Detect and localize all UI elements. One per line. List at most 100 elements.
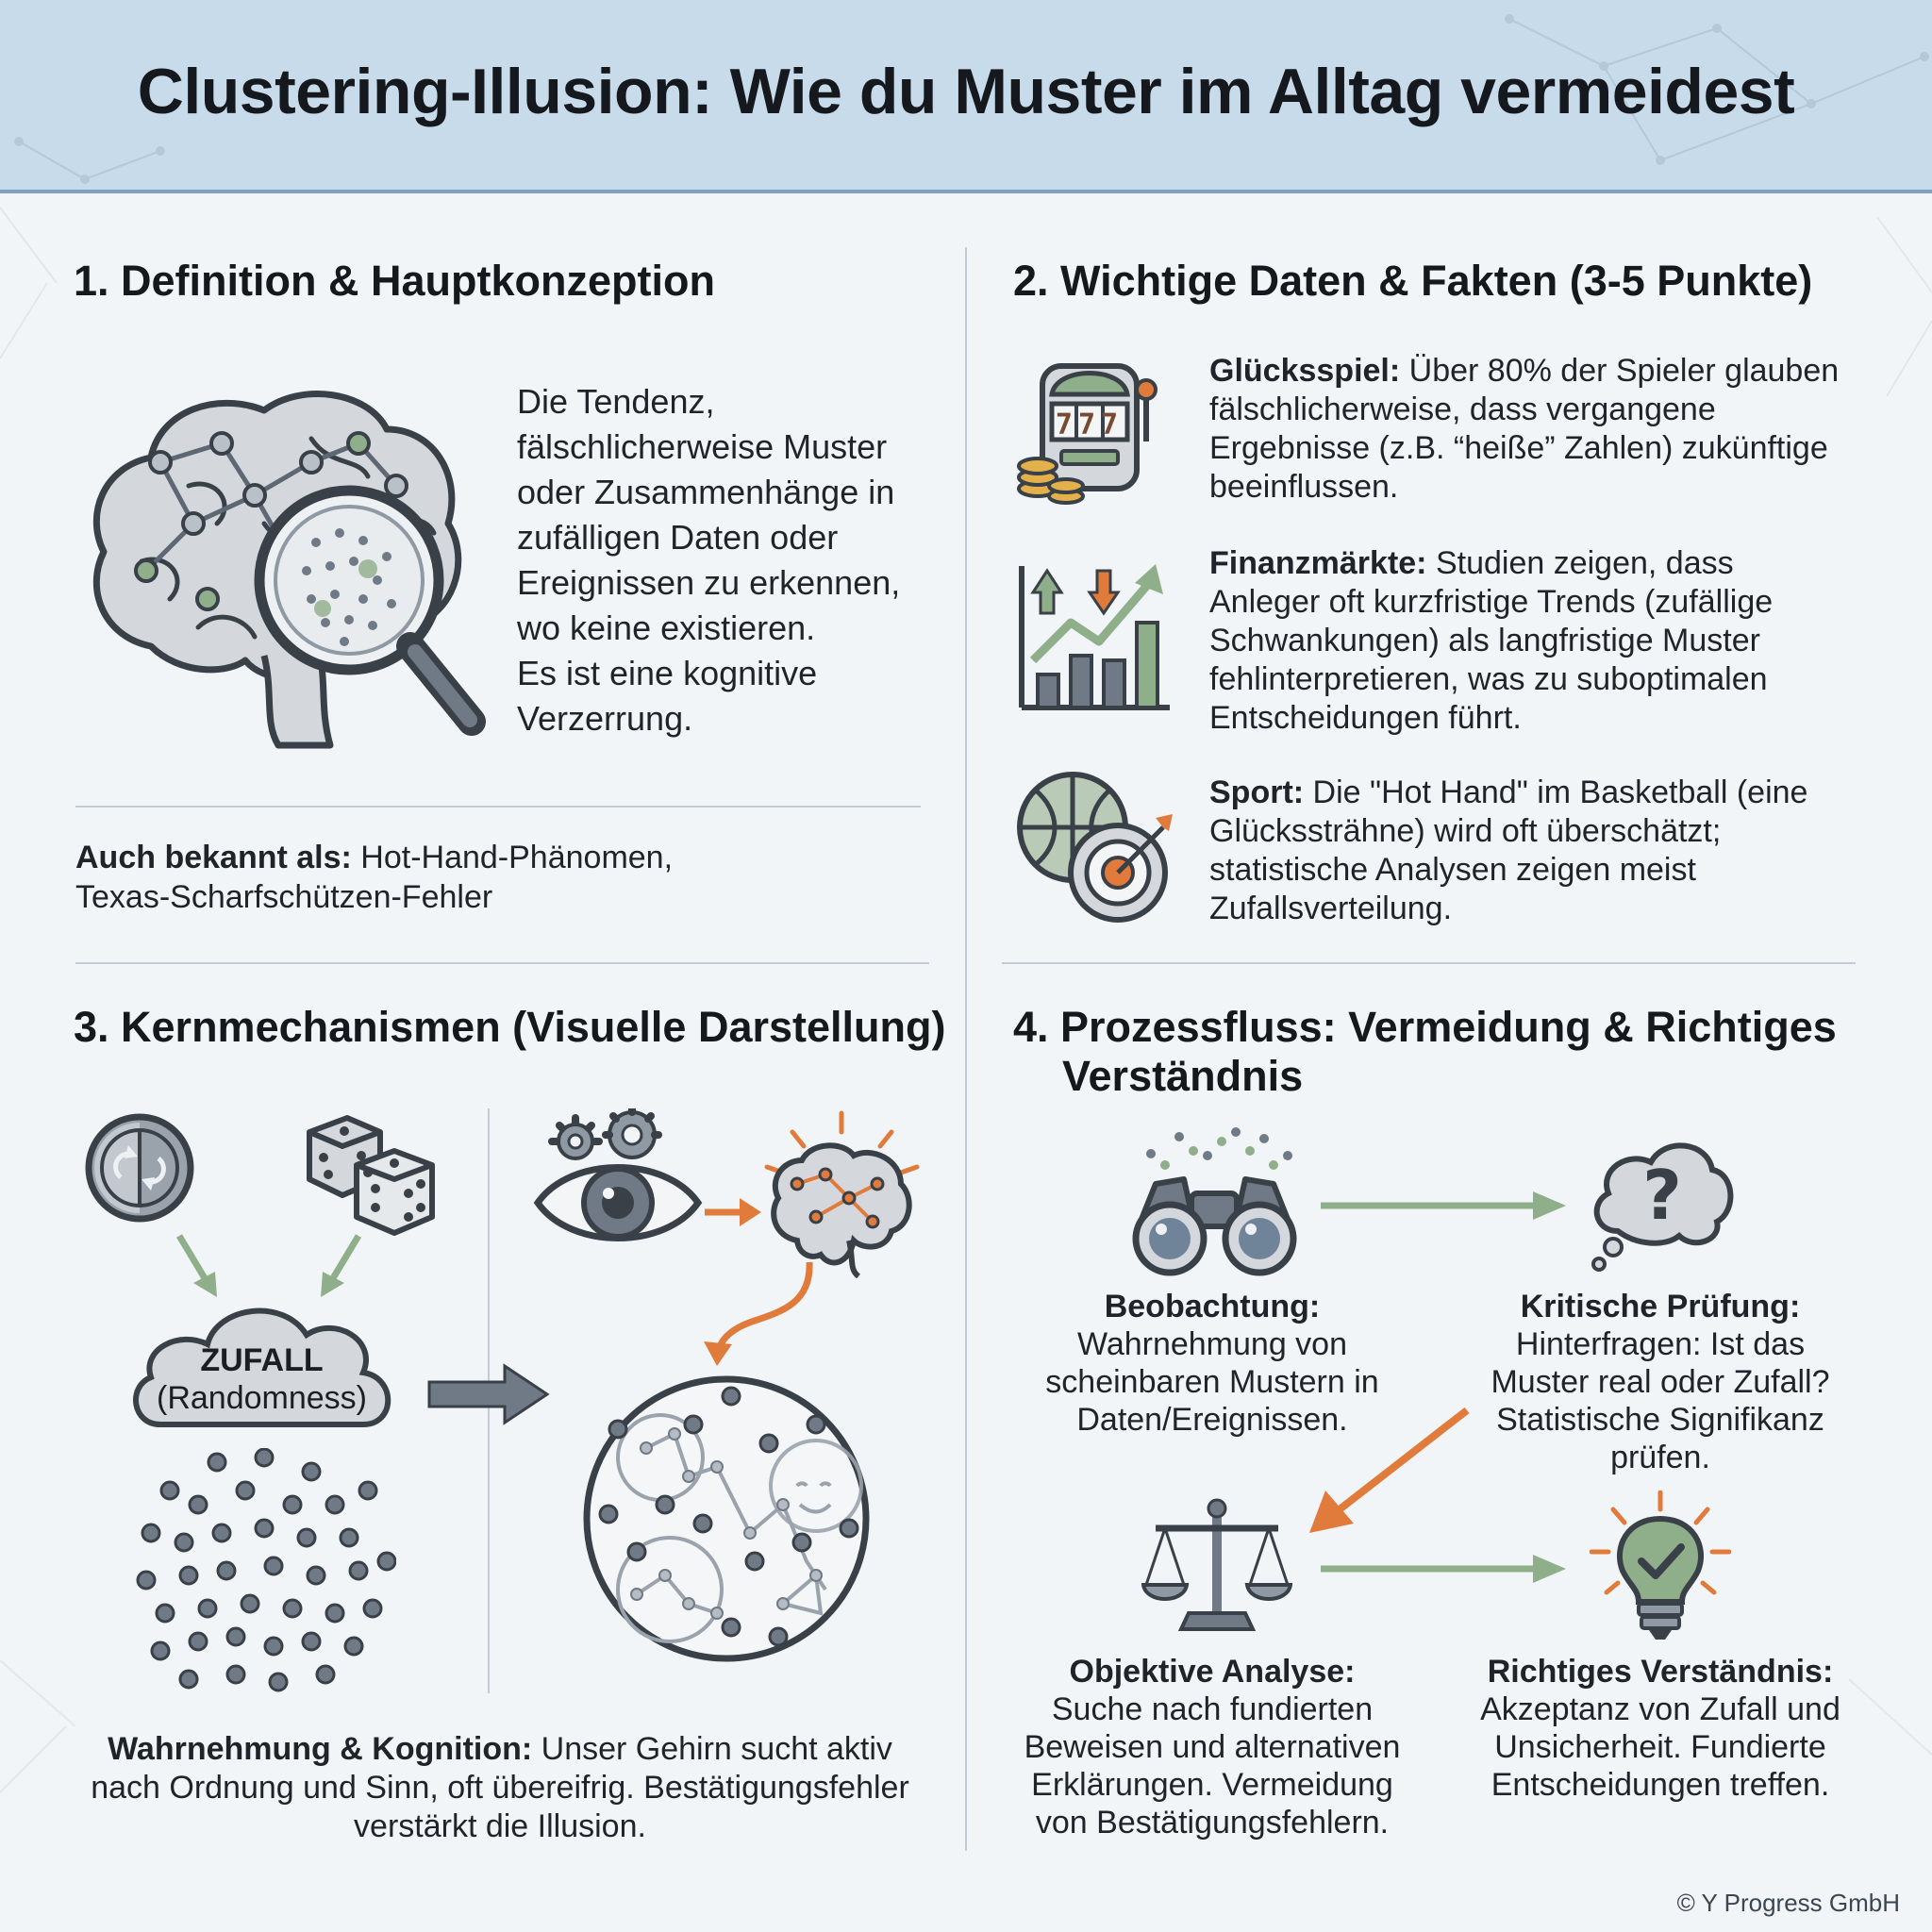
divider-definition	[75, 806, 921, 808]
definition-line: Die Tendenz,	[517, 382, 715, 421]
big-arrow-icon	[427, 1363, 550, 1425]
brain-magnifier-icon	[92, 391, 486, 749]
section4-title: 4. Prozessfluss: Vermeidung & Richtiges …	[1013, 1003, 1837, 1101]
step-title: Kritische Prüfung:	[1520, 1289, 1801, 1324]
divider-horizontal-right	[1002, 962, 1856, 964]
step-line: Daten/Ereignissen.	[1076, 1402, 1348, 1438]
definition-line: wo keine existieren.	[517, 608, 816, 647]
fact-line: statistische Analysen zeigen meist	[1209, 852, 1696, 888]
step-objektive-analyse: Objektive Analyse: Suche nach fundierten…	[1005, 1653, 1420, 1841]
section1-title: 1. Definition & Hauptkonzeption	[74, 257, 715, 305]
step-line: Muster real oder Zufall?	[1491, 1364, 1830, 1400]
arrows-into-cloud	[175, 1234, 362, 1297]
cloud-title: ZUFALL	[200, 1342, 324, 1378]
arrow-brain-to-pattern	[704, 1261, 813, 1366]
caption-line: Unser Gehirn sucht aktiv	[532, 1731, 892, 1767]
step-line: Wahrnehmung von	[1076, 1326, 1347, 1362]
step-line: Suche nach fundierten	[1051, 1691, 1374, 1727]
scales-icon	[1141, 1498, 1292, 1631]
copyright: © Y Progress GmbH	[1676, 1889, 1900, 1917]
fact-label: Sport:	[1209, 774, 1305, 810]
cloud-subtitle: (Randomness)	[157, 1380, 367, 1416]
basketball-target-icon	[1017, 772, 1173, 923]
eye-gears-icon	[533, 1108, 703, 1241]
brain-active-icon	[764, 1110, 920, 1278]
arrow-observe-to-check	[1321, 1191, 1566, 1220]
definition-line: oder Zusammenhänge in	[517, 473, 895, 511]
fact-line: Glückssträhne) wird oft überschätzt;	[1209, 813, 1722, 849]
step-title: Beobachtung:	[1104, 1289, 1321, 1324]
section2-title: 2. Wichtige Daten & Fakten (3-5 Punkte)	[1013, 257, 1813, 305]
arrow-analysis-to-understanding	[1321, 1555, 1566, 1583]
slot-digits: 777	[1056, 408, 1124, 441]
arrow-check-to-analysis	[1309, 1407, 1470, 1533]
step-kritische-pruefung: Kritische Prüfung: Hinterfragen: Ist das…	[1453, 1288, 1868, 1476]
step-line: Akzeptanz von Zufall und	[1480, 1691, 1840, 1727]
step-line: Statistische Signifikanz	[1496, 1402, 1824, 1438]
fact-line: Anleger oft kurzfristige Trends (zufälli…	[1209, 584, 1774, 620]
step-line: Beweisen und alternativen	[1024, 1729, 1401, 1765]
aka-value-2: Texas-Scharfschützen-Fehler	[75, 879, 493, 915]
random-cloud-icon	[133, 1307, 391, 1427]
fact-sport: Sport: Die "Hot Hand" im Basketball (ein…	[1209, 774, 1807, 928]
fact-label: Finanzmärkte:	[1209, 545, 1427, 581]
fact-line: fälschlicherweise, dass vergangene	[1209, 391, 1716, 427]
step-title: Richtiges Verständnis:	[1487, 1654, 1834, 1690]
random-dots-icon	[136, 1448, 396, 1692]
step-line: Hinterfragen: Ist das	[1515, 1326, 1806, 1362]
caption-label: Wahrnehmung & Kognition:	[108, 1731, 533, 1767]
section4-title-line2: Verständnis	[1062, 1052, 1304, 1100]
fact-line: beeinflussen.	[1209, 469, 1399, 505]
page-title: Clustering-Illusion: Wie du Muster im Al…	[137, 56, 1795, 127]
stock-chart-icon	[1019, 564, 1170, 710]
step-title: Objektive Analyse:	[1069, 1654, 1356, 1690]
header-banner: Clustering-Illusion: Wie du Muster im Al…	[0, 0, 1932, 193]
fact-line: Entscheidungen führt.	[1209, 700, 1522, 736]
step-richtiges-verstaendnis: Richtiges Verständnis: Akzeptanz von Zuf…	[1443, 1653, 1877, 1804]
question-thought-icon: ?	[1591, 1142, 1734, 1272]
definition-line: zufälligen Daten oder	[517, 518, 839, 557]
slot-machine-icon: 777	[1017, 363, 1158, 505]
question-mark: ?	[1642, 1156, 1682, 1235]
definition-line: Es ist eine kognitive	[517, 654, 818, 692]
step-line: prüfen.	[1610, 1440, 1710, 1475]
fact-line: Studien zeigen, dass	[1426, 545, 1734, 581]
divider-horizontal-left	[75, 962, 929, 964]
caption-line: nach Ordnung und Sinn, oft übereifrig. B…	[91, 1770, 909, 1806]
fact-line: Zufallsverteilung.	[1209, 891, 1453, 926]
mechanism-caption: Wahrnehmung & Kognition: Unser Gehirn su…	[66, 1730, 934, 1846]
header-network-decoration	[14, 14, 1929, 184]
definition-line: Ereignissen zu erkennen,	[517, 563, 901, 602]
step-line: Unsicherheit. Fundierte	[1494, 1729, 1826, 1765]
step-line: Entscheidungen treffen.	[1491, 1767, 1830, 1803]
step-line: von Bestätigungsfehlern.	[1035, 1805, 1390, 1840]
fact-finanzmaerkte: Finanzmärkte: Studien zeigen, dass Anleg…	[1209, 544, 1773, 738]
arrow-eye-to-brain	[705, 1198, 761, 1226]
divider-vertical-main	[965, 247, 967, 1851]
section4-title-line1: 4. Prozessfluss: Vermeidung & Richtiges	[1013, 1003, 1837, 1051]
definition-line: Verzerrung.	[517, 699, 693, 738]
step-line: Erklärungen. Vermeidung	[1031, 1767, 1393, 1803]
binoculars-icon	[1132, 1127, 1297, 1276]
fact-label: Glücksspiel:	[1209, 353, 1401, 389]
definition-line: fälschlicherweise Muster	[517, 427, 888, 466]
random-cloud-label: ZUFALL (Randomness)	[123, 1341, 401, 1417]
aka-text: Auch bekannt als: Hot-Hand-Phänomen, Tex…	[75, 838, 673, 917]
step-beobachtung: Beobachtung: Wahrnehmung von scheinbaren…	[1014, 1288, 1410, 1439]
dice-icon	[307, 1115, 435, 1236]
fact-line: Ergebnisse (z.B. “heiße” Zahlen) zukünft…	[1209, 430, 1828, 466]
pattern-circle-icon	[583, 1375, 870, 1662]
lightbulb-check-icon	[1590, 1491, 1731, 1640]
fact-line: fehlinterpretieren, was zu suboptimalen	[1209, 661, 1768, 697]
aka-label: Auch bekannt als:	[75, 840, 352, 875]
fact-line: Die "Hot Hand" im Basketball (eine	[1304, 774, 1808, 810]
definition-text: Die Tendenz, fälschlicherweise Muster od…	[517, 379, 900, 741]
section3-title: 3. Kernmechanismen (Visuelle Darstellung…	[74, 1003, 946, 1051]
caption-line: verstärkt die Illusion.	[354, 1808, 646, 1844]
fact-line: Über 80% der Spieler glauben	[1400, 353, 1840, 389]
fact-gluecksspiel: Glücksspiel: Über 80% der Spieler glaube…	[1209, 352, 1839, 507]
fact-line: Schwankungen) als langfristige Muster	[1209, 623, 1760, 658]
coin-icon	[85, 1113, 194, 1223]
step-line: scheinbaren Mustern in	[1045, 1364, 1379, 1400]
